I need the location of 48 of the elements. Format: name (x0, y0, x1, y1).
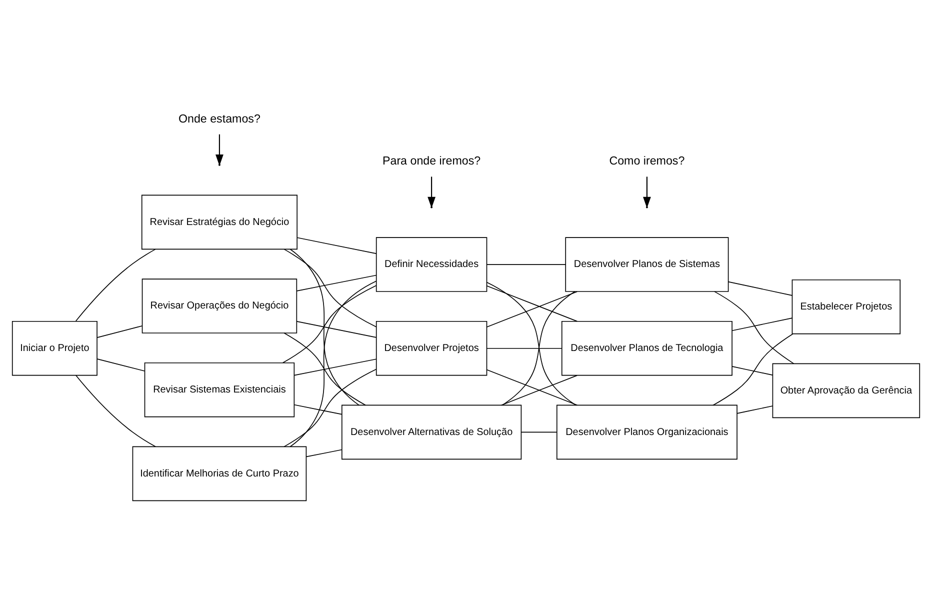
connector (486, 282, 576, 406)
connector (486, 348, 562, 349)
node-box: Desenvolver Planos de Tecnologia (561, 320, 732, 376)
node-box: Revisar Estratégias do Negócio (141, 194, 298, 250)
arrow (216, 134, 224, 166)
node-box: Obter Aprovação da Gerência (772, 363, 920, 418)
connector (294, 404, 342, 415)
connector (296, 321, 377, 338)
connector (502, 291, 576, 406)
connector (521, 432, 558, 433)
connector (76, 374, 156, 448)
connector (290, 248, 360, 406)
connector (296, 274, 377, 292)
node-box: Desenvolver Planos de Sistemas (565, 237, 729, 292)
connector (500, 375, 578, 406)
connector (284, 248, 377, 328)
connector (294, 358, 377, 376)
connector (714, 291, 794, 364)
connector (96, 325, 143, 338)
node-box: Estabelecer Projetos (792, 279, 901, 334)
connector (284, 368, 377, 448)
node-text: Como iremos? (609, 154, 685, 168)
connector (486, 285, 578, 322)
connector (296, 237, 377, 254)
connector (96, 358, 145, 372)
connector (712, 334, 794, 406)
node-box: Revisar Operações do Negócio (142, 278, 298, 334)
node-text: Onde estamos? (178, 112, 260, 126)
connector (284, 332, 366, 406)
connector (728, 281, 792, 296)
connector (290, 280, 377, 448)
node-box: Desenvolver Planos Organizacionais (556, 404, 738, 460)
node-box: Desenvolver Projetos (376, 320, 488, 376)
connector (75, 248, 156, 322)
connector (736, 406, 773, 414)
connector (306, 449, 342, 458)
node-box: Revisar Sistemas Existenciais (144, 362, 295, 418)
node-text: Para onde iremos? (382, 154, 481, 168)
connector (732, 366, 773, 376)
connector (282, 285, 377, 364)
node-box: Definir Necessidades (376, 237, 488, 292)
node-box: Desenvolver Alternativas de Solução (341, 404, 522, 460)
connector (486, 291, 578, 328)
connector (732, 318, 793, 332)
node-box: Identificar Melhorias de Curto Prazo (132, 446, 307, 502)
connector (486, 369, 578, 406)
node-box: Iniciar o Projeto (12, 320, 98, 376)
connector (486, 264, 566, 265)
